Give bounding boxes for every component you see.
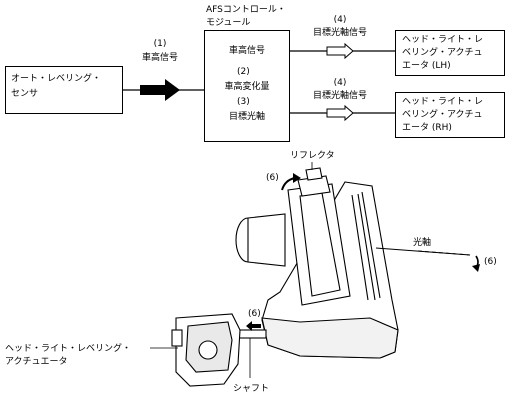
actuator-lh-line2: ベリング・アクチュ (402, 48, 483, 58)
reflector-step-number: (6) (266, 173, 279, 183)
sensor-label-line1: オート・レベリング・ (11, 74, 102, 84)
reflector-rotation-arrowhead (293, 173, 301, 183)
actuator-connector (171, 329, 183, 347)
headlamp-base (261, 317, 399, 359)
signal-1-number: (1) (153, 39, 167, 49)
bulb-socket-body (247, 213, 286, 267)
actuator-step-number: (6) (248, 309, 261, 319)
headlamp-illustration (171, 167, 399, 387)
afs-title-line1: AFSコントロール・ (206, 5, 286, 15)
signal-4-rh-label: 目標光軸信号 (312, 91, 367, 101)
afs-step2-number: (2) (237, 67, 250, 77)
signal-1-label: 車高信号 (141, 53, 178, 63)
actuator-rh-line3: エータ (RH) (402, 123, 452, 133)
actuator-push-arrow (246, 321, 261, 331)
actuator-lh-box: ヘッド・ライト・レ ベリング・アクチュ エータ (LH) (395, 30, 505, 76)
auto-leveling-sensor-box: オート・レベリング・ センサ (5, 66, 123, 114)
signal-4-rh-arrow (326, 104, 354, 122)
actuator-rh-box: ヘッド・ライト・レ ベリング・アクチュ エータ (RH) (395, 92, 505, 138)
housing-rib (351, 194, 369, 301)
afs-step2-label: 車高変化量 (224, 82, 270, 92)
afs-step3-number: (3) (237, 97, 250, 107)
afs-control-module-box: 車高信号 (2) 車高変化量 (3) 目標光軸 (204, 30, 290, 142)
afs-title-line2: モジュール (206, 18, 251, 28)
signal-4-lh-label: 目標光軸信号 (312, 28, 367, 38)
sensor-label-line2: センサ (11, 89, 39, 99)
actuator-rh-line2: ベリング・アクチュ (402, 110, 483, 120)
axis-step-number: (6) (484, 257, 497, 267)
signal-4-lh-arrow (326, 42, 354, 60)
optical-axis-dashed (417, 250, 471, 256)
afs-step3-label: 目標光軸 (228, 112, 265, 122)
reflector-clip (305, 167, 323, 181)
housing-rib (357, 193, 376, 301)
actuator-label-line1: ヘッド・ライト・レベリング・ (5, 344, 132, 354)
axis-rotation-arrowhead (472, 264, 480, 272)
shaft-label: シャフト (233, 384, 270, 394)
afs-step-top: 車高信号 (228, 46, 265, 56)
optical-axis-label: 光軸 (413, 238, 432, 248)
actuator-lh-line3: エータ (LH) (402, 61, 451, 71)
signal-4-lh-number: (4) (333, 15, 347, 25)
reflector-label: リフレクタ (290, 151, 335, 161)
signal-4-rh-number: (4) (333, 78, 347, 88)
actuator-rh-line1: ヘッド・ライト・レ (402, 97, 484, 107)
signal-1-arrow (140, 79, 180, 101)
actuator-gear (198, 340, 218, 360)
housing-rib (361, 191, 381, 299)
actuator-label-line2: アクチュエータ (5, 357, 68, 367)
actuator-lh-line1: ヘッド・ライト・レ (402, 35, 484, 45)
